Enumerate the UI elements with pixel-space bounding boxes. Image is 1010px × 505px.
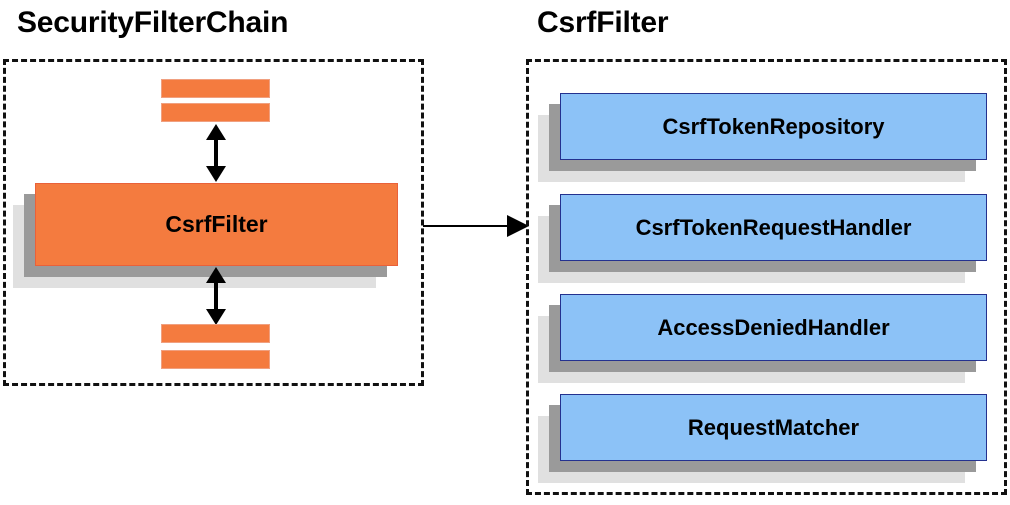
collaborator-card-request-matcher[interactable]: RequestMatcher (538, 394, 987, 483)
filter-bar-above-1 (161, 79, 270, 98)
filter-bar-below-1 (161, 324, 270, 343)
collaborator-card-label: AccessDeniedHandler (560, 294, 987, 361)
chain-to-filter-arrow (423, 214, 529, 238)
collaborator-card-access-denied-handler[interactable]: AccessDeniedHandler (538, 294, 987, 383)
collaborator-card-label: CsrfTokenRepository (560, 93, 987, 160)
bidirectional-arrow-up (204, 124, 228, 182)
page-title-csrf-filter: CsrfFilter (537, 6, 669, 39)
collaborator-card-csrf-token-repository[interactable]: CsrfTokenRepository (538, 93, 987, 182)
csrf-filter-card[interactable]: CsrfFilter (13, 183, 398, 288)
filter-bar-above-2 (161, 103, 270, 122)
security-filter-chain-container (3, 59, 424, 386)
collaborator-card-label: CsrfTokenRequestHandler (560, 194, 987, 261)
csrf-filter-container (526, 59, 1007, 495)
csrf-filter-card-label: CsrfFilter (35, 183, 398, 266)
bidirectional-arrow-down (204, 267, 228, 325)
collaborator-card-label: RequestMatcher (560, 394, 987, 461)
collaborator-card-csrf-token-request-handler[interactable]: CsrfTokenRequestHandler (538, 194, 987, 283)
page-title-security-filter-chain: SecurityFilterChain (17, 6, 289, 39)
filter-bar-below-2 (161, 350, 270, 369)
